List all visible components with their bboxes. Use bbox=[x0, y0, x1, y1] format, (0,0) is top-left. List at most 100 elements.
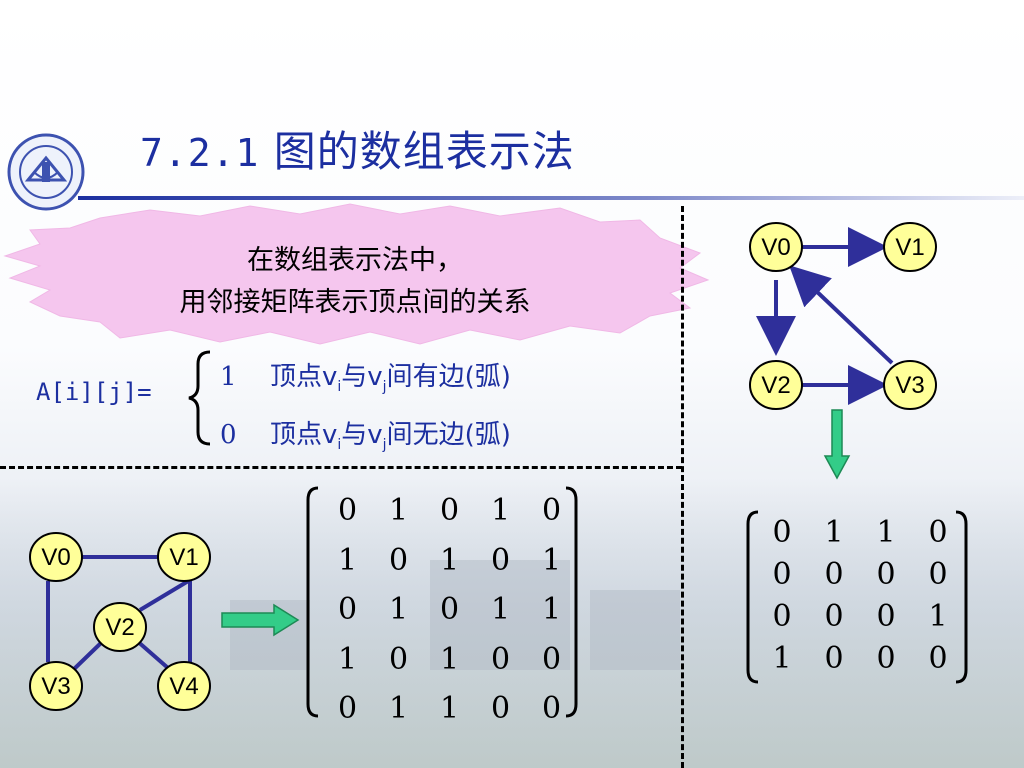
directed-graph: V0 V1 V2 V3 bbox=[749, 222, 937, 410]
title-text: 图的数组表示法 bbox=[273, 127, 575, 176]
curly-brace bbox=[188, 350, 211, 446]
case-subscript: i bbox=[337, 379, 342, 396]
matrix-cell: 1 bbox=[876, 515, 896, 550]
matrix-cell: 0 bbox=[772, 557, 792, 592]
matrix-right-bracket bbox=[565, 486, 578, 718]
matrix-cell: 0 bbox=[876, 599, 896, 634]
matrix-cell: 1 bbox=[439, 691, 460, 726]
case-subscript: j bbox=[382, 379, 387, 396]
title-underline bbox=[78, 196, 1024, 200]
case-subscript: j bbox=[382, 437, 387, 454]
background-building bbox=[230, 600, 310, 670]
matrix-cell: 0 bbox=[541, 691, 562, 726]
edge-v2-v4 bbox=[134, 638, 170, 670]
matrix-cell: 1 bbox=[388, 691, 409, 726]
edge-v1-v2 bbox=[138, 578, 192, 612]
case-text: 顶点v bbox=[270, 362, 338, 392]
case-text: 与v bbox=[341, 362, 383, 392]
right-arrow-icon bbox=[221, 603, 300, 637]
matrix-cell: 0 bbox=[928, 515, 948, 550]
callout-line-2: 用邻接矩阵表示顶点间的关系 bbox=[179, 287, 531, 318]
matrix-cell: 1 bbox=[541, 592, 562, 627]
matrix-cell: 1 bbox=[772, 641, 792, 676]
matrix-cell: 0 bbox=[928, 557, 948, 592]
graph-node: V1 bbox=[157, 532, 211, 582]
matrix-right-bracket bbox=[955, 510, 968, 684]
vertical-divider bbox=[681, 206, 684, 768]
matrix-cell: 0 bbox=[824, 599, 844, 634]
matrix-cell: 0 bbox=[439, 493, 460, 528]
matrix-cell: 0 bbox=[337, 493, 358, 528]
matrix-cell: 0 bbox=[541, 493, 562, 528]
graph-node: V3 bbox=[883, 360, 937, 410]
definition-case-1: 1 顶点vi与vj间有边(弧) bbox=[220, 356, 511, 395]
matrix-cell: 1 bbox=[388, 592, 409, 627]
node-label: V4 bbox=[169, 673, 198, 700]
node-label: V3 bbox=[41, 673, 70, 700]
matrix-cell: 0 bbox=[772, 515, 792, 550]
matrix-cell: 0 bbox=[388, 641, 409, 677]
matrix-cell: 1 bbox=[928, 599, 948, 634]
case-value: 0 bbox=[220, 420, 237, 450]
node-label: V1 bbox=[895, 234, 924, 261]
title-number: 7.2.1 bbox=[140, 131, 260, 175]
callout-text: 在数组表示法中， 用邻接矩阵表示顶点间的关系 bbox=[40, 240, 670, 324]
matrix-cell: 0 bbox=[490, 691, 511, 726]
case-text: 与v bbox=[341, 420, 383, 450]
horizontal-divider bbox=[0, 466, 682, 469]
matrix-cell: 0 bbox=[337, 691, 358, 726]
matrix-cell: 1 bbox=[439, 542, 460, 578]
undirected-graph: V0 V1 V2 V3 V4 bbox=[29, 532, 211, 711]
graph-node: V0 bbox=[29, 532, 83, 582]
node-label: V2 bbox=[105, 614, 134, 641]
matrix-cell: 0 bbox=[824, 641, 844, 676]
case-text: 顶点v bbox=[270, 420, 338, 450]
node-label: V2 bbox=[761, 372, 790, 399]
node-label: V3 bbox=[895, 372, 924, 399]
background-building bbox=[430, 560, 570, 670]
matrix-cell: 1 bbox=[337, 542, 358, 578]
matrix-cell: 0 bbox=[337, 592, 358, 627]
callout-line-1: 在数组表示法中， bbox=[247, 245, 463, 276]
case-value: 1 bbox=[220, 362, 237, 392]
matrix-left-bracket bbox=[306, 486, 319, 718]
matrix-cell: 1 bbox=[388, 493, 409, 528]
arc-v3-v0 bbox=[789, 265, 894, 365]
matrix-cell: 0 bbox=[388, 542, 409, 578]
matrix-cell: 1 bbox=[439, 641, 460, 677]
case-text: 间无边(弧) bbox=[386, 420, 511, 450]
edge-v2-v3 bbox=[70, 640, 104, 673]
graph-node: V4 bbox=[157, 661, 211, 711]
campus-background bbox=[0, 480, 1024, 768]
matrix-left-bracket bbox=[746, 510, 759, 684]
case-text: 间有边(弧) bbox=[386, 362, 511, 392]
graph-node: V3 bbox=[29, 661, 83, 711]
matrix-cell: 1 bbox=[490, 493, 511, 528]
graph-node: V2 bbox=[749, 360, 803, 410]
matrix-cell: 0 bbox=[928, 641, 948, 676]
node-label: V0 bbox=[761, 234, 790, 261]
matrix-cell: 0 bbox=[876, 557, 896, 592]
formula-lhs: A[i][j]= bbox=[36, 378, 152, 406]
university-logo bbox=[7, 133, 85, 211]
graph-node: V1 bbox=[883, 222, 937, 272]
case-subscript: i bbox=[337, 437, 342, 454]
background-building bbox=[590, 590, 680, 670]
matrix-cell: 0 bbox=[772, 599, 792, 634]
matrix-cell: 0 bbox=[490, 641, 511, 677]
node-label: V1 bbox=[169, 544, 198, 571]
matrix-cell: 0 bbox=[439, 592, 460, 627]
node-label: V0 bbox=[41, 544, 70, 571]
callout-burst bbox=[3, 203, 710, 345]
matrix-cell: 0 bbox=[541, 641, 562, 677]
matrix-cell: 0 bbox=[876, 641, 896, 676]
